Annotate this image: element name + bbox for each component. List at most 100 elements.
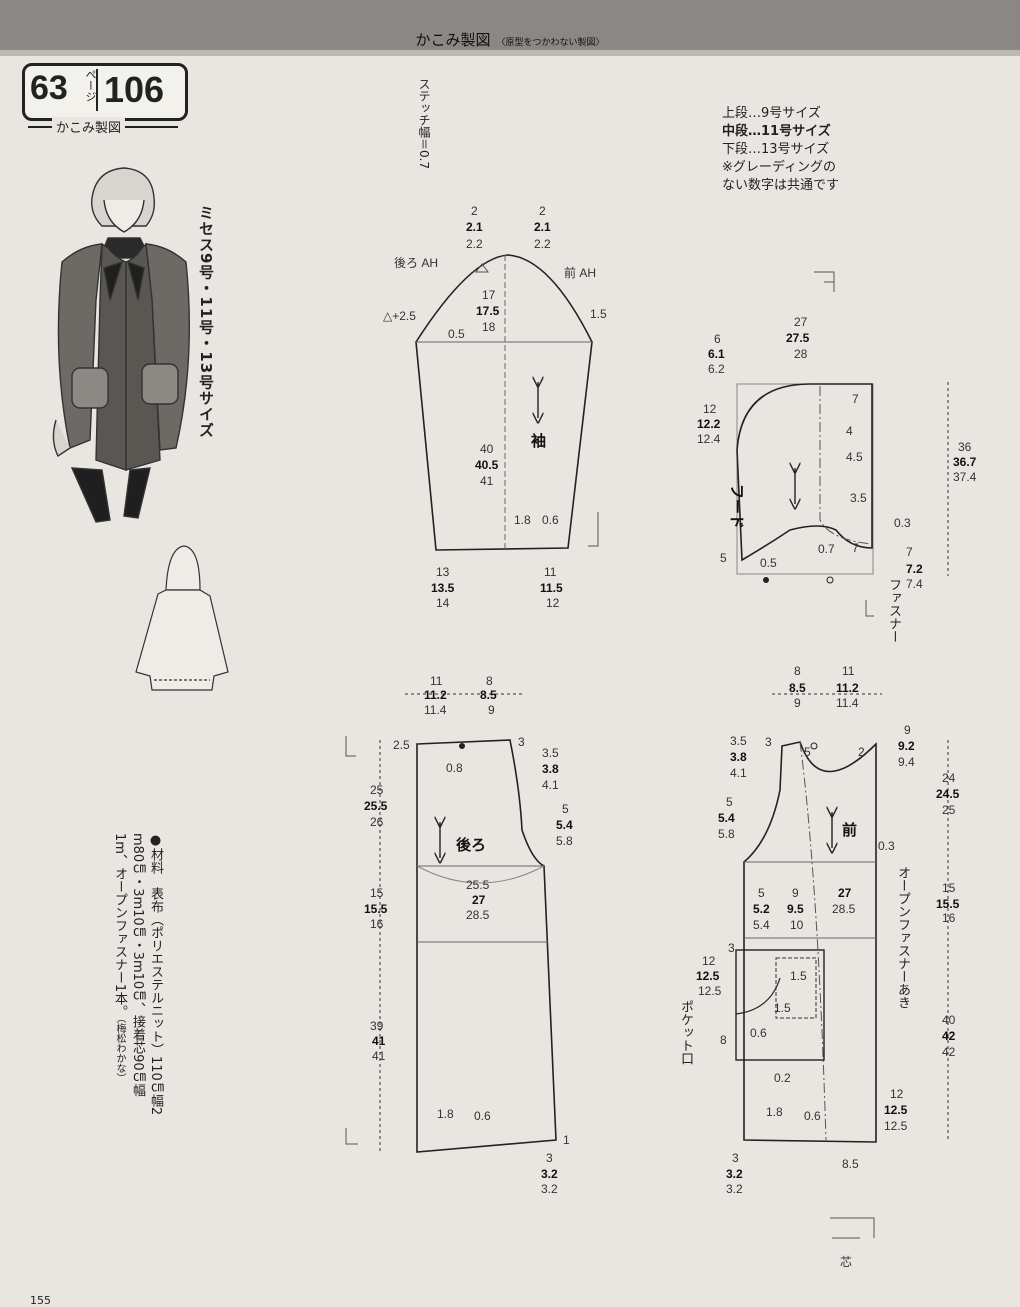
interfacing-label: 芯 bbox=[840, 1255, 852, 1269]
ref-page-number: 63 bbox=[30, 69, 68, 107]
svg-text:11.4: 11.4 bbox=[424, 703, 447, 717]
svg-text:42: 42 bbox=[942, 1029, 956, 1043]
svg-text:10: 10 bbox=[790, 918, 804, 932]
svg-text:5: 5 bbox=[758, 886, 765, 900]
svg-text:41: 41 bbox=[372, 1049, 386, 1063]
svg-text:3.5: 3.5 bbox=[850, 491, 867, 505]
header-bar bbox=[0, 0, 1020, 50]
svg-text:12: 12 bbox=[702, 954, 716, 968]
svg-text:12.5: 12.5 bbox=[696, 969, 720, 983]
svg-text:4.5: 4.5 bbox=[846, 450, 863, 464]
svg-text:0.5: 0.5 bbox=[760, 556, 777, 570]
svg-text:28.5: 28.5 bbox=[832, 902, 856, 916]
svg-text:16: 16 bbox=[942, 911, 956, 925]
pattern-number-badge: 63 ページ 106 かこみ製図 bbox=[22, 63, 188, 136]
svg-text:3.8: 3.8 bbox=[542, 762, 559, 776]
svg-text:0.6: 0.6 bbox=[804, 1109, 821, 1123]
svg-text:41: 41 bbox=[372, 1034, 386, 1048]
svg-text:9.2: 9.2 bbox=[898, 739, 915, 753]
svg-text:3.8: 3.8 bbox=[730, 750, 747, 764]
svg-text:27: 27 bbox=[472, 893, 486, 907]
svg-text:3: 3 bbox=[546, 1151, 553, 1165]
pocket-opening-label: ポケット口 bbox=[678, 1000, 693, 1065]
svg-text:39: 39 bbox=[370, 1019, 384, 1033]
svg-text:3: 3 bbox=[728, 941, 735, 955]
svg-text:5: 5 bbox=[804, 745, 811, 759]
front-armhole-label: 前 AH bbox=[564, 265, 596, 280]
hood-label: フード bbox=[728, 484, 746, 529]
svg-text:12.5: 12.5 bbox=[698, 984, 722, 998]
svg-text:40.5: 40.5 bbox=[475, 458, 499, 472]
svg-text:24.5: 24.5 bbox=[936, 787, 960, 801]
svg-text:25: 25 bbox=[942, 803, 956, 817]
svg-text:15: 15 bbox=[942, 881, 956, 895]
svg-text:3: 3 bbox=[732, 1151, 739, 1165]
open-zipper-opening-label: オープンファスナーあき bbox=[895, 866, 910, 1009]
svg-text:3: 3 bbox=[765, 735, 772, 749]
materials-line-1: ●材料 表布（ポリエステルニット）110㎝幅2 bbox=[148, 833, 163, 1116]
svg-text:12.2: 12.2 bbox=[697, 417, 721, 431]
svg-text:0.6: 0.6 bbox=[750, 1026, 767, 1040]
svg-text:11.2: 11.2 bbox=[836, 681, 859, 695]
sleeve-label: 袖 bbox=[531, 432, 546, 450]
svg-text:12.5: 12.5 bbox=[884, 1119, 908, 1133]
svg-text:8.5: 8.5 bbox=[789, 681, 806, 695]
back-label: 後ろ bbox=[455, 836, 486, 854]
svg-text:9.5: 9.5 bbox=[787, 902, 804, 916]
svg-text:0.6: 0.6 bbox=[542, 513, 559, 527]
svg-text:13: 13 bbox=[436, 565, 450, 579]
svg-text:6: 6 bbox=[714, 332, 721, 346]
svg-text:7: 7 bbox=[906, 545, 913, 559]
svg-text:0.3: 0.3 bbox=[878, 839, 895, 853]
svg-text:14: 14 bbox=[436, 596, 450, 610]
sleeve-pattern bbox=[415, 254, 599, 551]
svg-text:25: 25 bbox=[370, 783, 384, 797]
ref-page-unit: ページ bbox=[84, 69, 97, 102]
svg-text:9: 9 bbox=[792, 886, 799, 900]
svg-text:27: 27 bbox=[794, 315, 808, 329]
svg-text:0.7: 0.7 bbox=[818, 542, 835, 556]
svg-text:2: 2 bbox=[539, 204, 546, 218]
header-strip bbox=[0, 50, 1020, 56]
hood-zipper-label: ファスナー bbox=[886, 578, 901, 643]
svg-text:9: 9 bbox=[794, 696, 801, 710]
svg-text:15.5: 15.5 bbox=[364, 902, 388, 916]
page-title: かこみ製図〈原型をつかわない製図〉 bbox=[415, 31, 605, 49]
model-illustration bbox=[52, 167, 191, 523]
svg-text:15.5: 15.5 bbox=[936, 897, 960, 911]
svg-text:8: 8 bbox=[720, 1033, 727, 1047]
svg-text:1.5: 1.5 bbox=[790, 969, 807, 983]
svg-text:2: 2 bbox=[858, 745, 865, 759]
hood-pattern bbox=[736, 271, 949, 617]
svg-text:11.2: 11.2 bbox=[424, 688, 447, 702]
sizes-title: ミセス9号・11号・13号サイズ bbox=[197, 205, 215, 439]
svg-text:9.4: 9.4 bbox=[898, 755, 915, 769]
svg-text:5.4: 5.4 bbox=[718, 811, 735, 825]
svg-text:24: 24 bbox=[942, 771, 956, 785]
svg-text:1.8: 1.8 bbox=[766, 1105, 783, 1119]
svg-text:2.2: 2.2 bbox=[466, 237, 483, 251]
svg-text:1.5: 1.5 bbox=[774, 1001, 791, 1015]
svg-text:5: 5 bbox=[720, 551, 727, 565]
front-bodice-pattern bbox=[735, 693, 949, 1239]
svg-text:12.5: 12.5 bbox=[884, 1103, 908, 1117]
front-label: 前 bbox=[842, 821, 857, 839]
svg-text:25.5: 25.5 bbox=[364, 799, 388, 813]
back-view-sketch bbox=[135, 545, 229, 691]
svg-text:7.4: 7.4 bbox=[906, 577, 923, 591]
materials-line-3: 1m、オープンファスナー1本。（梅松わかな） bbox=[112, 833, 127, 1084]
svg-text:12: 12 bbox=[546, 596, 560, 610]
svg-text:28: 28 bbox=[794, 347, 808, 361]
svg-text:5.8: 5.8 bbox=[718, 827, 735, 841]
back-armhole-label: 後ろ AH bbox=[394, 256, 438, 270]
svg-text:2.5: 2.5 bbox=[393, 738, 410, 752]
svg-text:16: 16 bbox=[370, 917, 384, 931]
svg-text:3.2: 3.2 bbox=[541, 1167, 558, 1181]
svg-text:13.5: 13.5 bbox=[431, 581, 455, 595]
svg-text:0.2: 0.2 bbox=[774, 1071, 791, 1085]
svg-text:2.1: 2.1 bbox=[534, 220, 551, 234]
svg-text:18: 18 bbox=[482, 320, 496, 334]
notch-mark bbox=[826, 576, 834, 584]
svg-text:2.1: 2.1 bbox=[466, 220, 483, 234]
